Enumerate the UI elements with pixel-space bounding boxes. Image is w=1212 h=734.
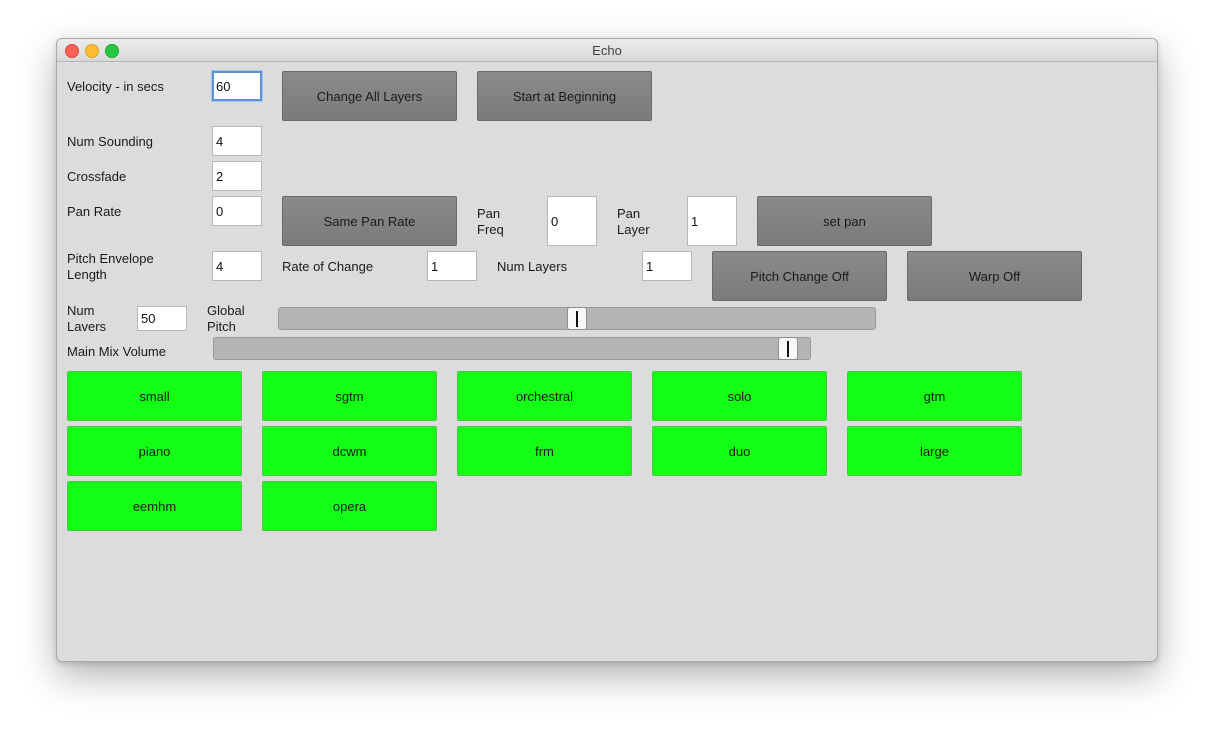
- title-bar: Echo: [57, 39, 1157, 62]
- echo-window: Echo Velocity - in secs Change All Layer…: [56, 38, 1158, 662]
- num-sounding-input[interactable]: [212, 126, 262, 156]
- preset-button-dcwm[interactable]: dcwm: [262, 426, 437, 476]
- pitch-envelope-label-line2: Length: [67, 267, 107, 282]
- preset-button-orchestral[interactable]: orchestral: [457, 371, 632, 421]
- preset-button-frm[interactable]: frm: [457, 426, 632, 476]
- num-layers-input[interactable]: [642, 251, 692, 281]
- num-layers-label: Num Layers: [497, 259, 568, 274]
- window-title: Echo: [592, 43, 622, 58]
- start-at-beginning-button[interactable]: Start at Beginning: [477, 71, 652, 121]
- global-pitch-slider[interactable]: [278, 307, 876, 330]
- pan-layer-label-line1: Pan: [617, 206, 641, 221]
- pan-freq-input[interactable]: [547, 196, 597, 246]
- num-sounding-label: Num Sounding: [67, 134, 153, 149]
- main-mix-volume-slider-thumb[interactable]: [778, 337, 798, 360]
- preset-button-opera[interactable]: opera: [262, 481, 437, 531]
- pan-freq-label-line2: Freq: [477, 222, 504, 237]
- preset-button-large[interactable]: large: [847, 426, 1022, 476]
- set-pan-button[interactable]: set pan: [757, 196, 932, 246]
- velocity-input[interactable]: [212, 71, 262, 101]
- num-lavers-input[interactable]: [137, 306, 187, 331]
- global-pitch-label-line1: Global: [207, 303, 245, 318]
- pitch-change-off-button[interactable]: Pitch Change Off: [712, 251, 887, 301]
- pan-rate-input[interactable]: [212, 196, 262, 226]
- preset-button-solo[interactable]: solo: [652, 371, 827, 421]
- preset-button-gtm[interactable]: gtm: [847, 371, 1022, 421]
- rate-of-change-label: Rate of Change: [282, 259, 374, 274]
- preset-button-eemhm[interactable]: eemhm: [67, 481, 242, 531]
- pan-freq-label-line1: Pan: [477, 206, 501, 221]
- warp-off-button[interactable]: Warp Off: [907, 251, 1082, 301]
- minimize-window-button[interactable]: [85, 44, 99, 58]
- pan-layer-label-line2: Layer: [617, 222, 650, 237]
- pan-rate-label: Pan Rate: [67, 204, 122, 219]
- change-all-layers-button[interactable]: Change All Layers: [282, 71, 457, 121]
- global-pitch-label-line2: Pitch: [207, 319, 236, 334]
- preset-button-piano[interactable]: piano: [67, 426, 242, 476]
- crossfade-label: Crossfade: [67, 169, 127, 184]
- maximize-window-button[interactable]: [105, 44, 119, 58]
- num-lavers-label-line2: Lavers: [67, 319, 107, 334]
- pitch-envelope-label-line1: Pitch Envelope: [67, 251, 154, 266]
- rate-of-change-input[interactable]: [427, 251, 477, 281]
- same-pan-rate-button[interactable]: Same Pan Rate: [282, 196, 457, 246]
- crossfade-input[interactable]: [212, 161, 262, 191]
- main-mix-volume-label: Main Mix Volume: [67, 344, 166, 359]
- preset-button-small[interactable]: small: [67, 371, 242, 421]
- main-mix-volume-slider[interactable]: [213, 337, 811, 360]
- main-panel: Velocity - in secs Change All Layers Sta…: [57, 62, 1157, 661]
- num-lavers-label-line1: Num: [67, 303, 95, 318]
- global-pitch-slider-thumb[interactable]: [567, 307, 587, 330]
- velocity-label: Velocity - in secs: [67, 79, 164, 94]
- preset-button-duo[interactable]: duo: [652, 426, 827, 476]
- preset-button-sgtm[interactable]: sgtm: [262, 371, 437, 421]
- close-window-button[interactable]: [65, 44, 79, 58]
- pitch-envelope-length-input[interactable]: [212, 251, 262, 281]
- pan-layer-input[interactable]: [687, 196, 737, 246]
